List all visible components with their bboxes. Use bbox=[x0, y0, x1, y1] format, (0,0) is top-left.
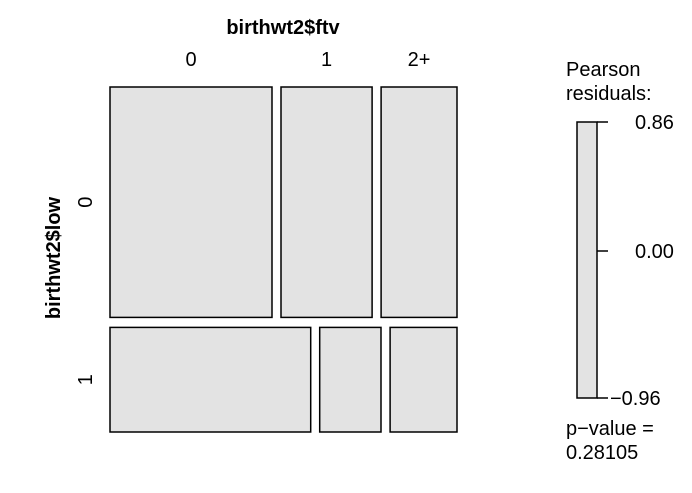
legend-color-bar bbox=[576, 121, 598, 399]
y-variable-title: birthwt2$low bbox=[43, 196, 65, 319]
pvalue-line1: p−value = bbox=[566, 418, 654, 440]
y-level-label-1: 1 bbox=[75, 374, 97, 385]
legend-min-label: −0.96 bbox=[610, 388, 661, 410]
residual-legend: Pearson residuals: 0.86 0.00 −0.96 p−val… bbox=[566, 59, 674, 464]
mosaic-tile-ftv-0-low-0 bbox=[109, 86, 273, 319]
x-level-labels: 0 1 2+ bbox=[185, 49, 430, 71]
mosaic-tile-ftv-1-low-0 bbox=[280, 86, 373, 319]
mosaic-tile-ftv-2+-low-1 bbox=[389, 326, 458, 433]
x-level-label-2+: 2+ bbox=[408, 49, 431, 71]
legend-title-line1: Pearson bbox=[566, 59, 641, 81]
legend-mid-label: 0.00 bbox=[635, 241, 674, 263]
x-variable-title: birthwt2$ftv bbox=[226, 17, 340, 39]
x-level-label-1: 1 bbox=[321, 49, 332, 71]
x-level-label-0: 0 bbox=[185, 49, 196, 71]
legend-title-line2: residuals: bbox=[566, 83, 652, 105]
mosaic-tile-ftv-2+-low-0 bbox=[380, 86, 458, 319]
legend-max-label: 0.86 bbox=[635, 112, 674, 134]
y-level-labels: 01 bbox=[75, 197, 97, 386]
mosaic-tile-ftv-0-low-1 bbox=[109, 326, 312, 433]
y-level-label-0: 0 bbox=[75, 197, 97, 208]
mosaic-tile-ftv-1-low-1 bbox=[318, 326, 382, 433]
pvalue-line2: 0.28105 bbox=[566, 442, 638, 464]
mosaic-tiles bbox=[109, 86, 458, 433]
